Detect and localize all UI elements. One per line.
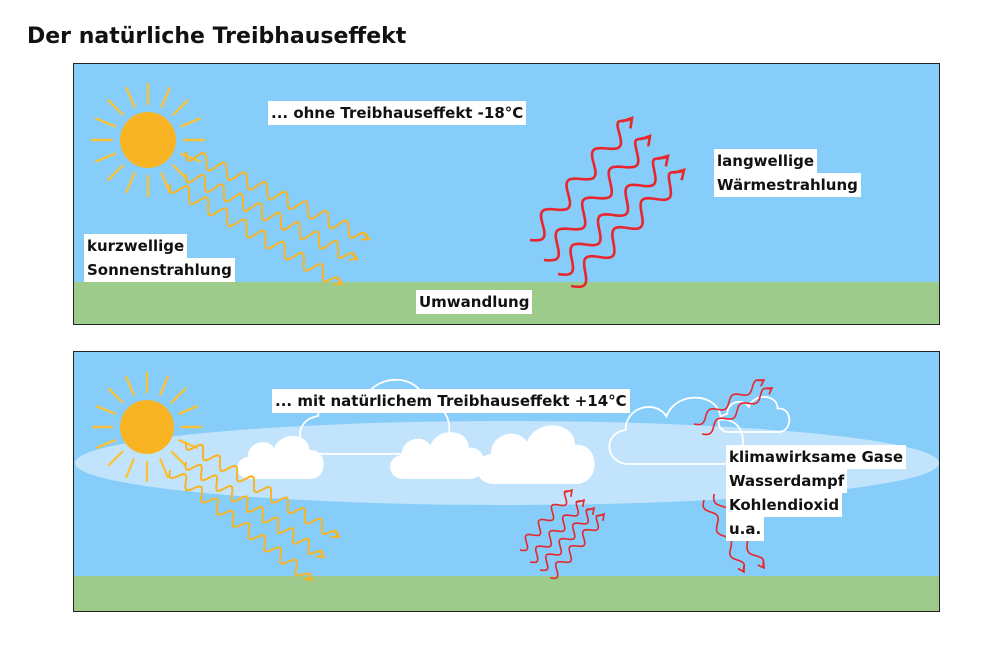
cloud	[608, 396, 744, 465]
heat-arrow	[693, 379, 765, 426]
gas-label-4: u.a.	[726, 517, 765, 541]
sun-ray	[159, 458, 169, 479]
sun-ray	[107, 164, 124, 181]
shortwave-arrow-head	[360, 231, 371, 241]
sun-ray	[107, 387, 124, 404]
shortwave-radiation-arrows	[168, 151, 371, 286]
heat-arrow-head	[673, 168, 686, 181]
gas-label-2: Wasserdampf	[726, 469, 848, 493]
sun-ray	[159, 375, 169, 396]
heat-arrow-head	[756, 379, 766, 387]
sun-ray	[107, 450, 124, 467]
shortwave-arrow	[168, 469, 313, 581]
heat-arrow-head	[737, 564, 745, 574]
heading-with-effect: ... mit natürlichem Treibhauseffekt +14°…	[272, 389, 630, 413]
heat-arrow-head	[587, 506, 596, 516]
conversion-label: Umwandlung	[416, 290, 533, 314]
shortwave-arrow-head	[348, 251, 359, 261]
sun-ray	[172, 99, 189, 116]
heat-arrow	[557, 154, 669, 277]
shortwave-arrow	[184, 461, 325, 558]
sun-ray	[178, 405, 199, 415]
longwave-label-line1: langwellige	[714, 149, 818, 173]
heading-without-effect: ... ohne Treibhauseffekt -18°C	[268, 101, 527, 125]
sun-ray	[125, 172, 136, 193]
cloud	[237, 436, 324, 479]
sun-ray	[125, 87, 136, 108]
shortwave-arrow	[185, 173, 358, 260]
sun-ray	[170, 387, 187, 404]
shortwave-arrow-head	[303, 572, 314, 582]
sun-ray	[95, 439, 116, 449]
gas-label-1: klimawirksame Gase	[726, 445, 906, 469]
cloud	[390, 432, 485, 479]
heat-arrow	[701, 387, 773, 436]
heat-arrow	[549, 513, 605, 580]
panel-without-greenhouse-effect: ... ohne Treibhauseffekt -18°C kurzwelli…	[73, 63, 940, 325]
shortwave-radiation-arrows	[168, 441, 341, 582]
shortwave-arrow	[184, 441, 340, 538]
heat-arrow-head	[621, 116, 634, 129]
cloud-icon	[237, 378, 791, 484]
shortwave-arrow	[168, 183, 343, 285]
shortwave-arrow-head	[333, 276, 344, 286]
panel-with-greenhouse-effect: ... mit natürlichem Treibhauseffekt +14°…	[73, 351, 940, 612]
sun-icon	[90, 82, 206, 198]
sun-ray	[180, 117, 201, 128]
sun-ray	[125, 458, 135, 479]
shortwave-arrow	[185, 151, 370, 240]
longwave-heat-arrows	[529, 116, 686, 289]
shortwave-label: kurzwellige Sonnenstrahlung	[84, 234, 235, 282]
heat-arrow	[570, 168, 685, 289]
sun-icon	[91, 371, 203, 483]
gas-label-3: Kohlendioxid	[726, 493, 843, 517]
sun-ray	[170, 450, 187, 467]
longwave-label-line2: Wärmestrahlung	[714, 173, 861, 197]
heat-arrow-head	[657, 154, 670, 167]
sun-ray	[95, 152, 116, 163]
shortwave-arrow-head	[330, 529, 341, 539]
heat-arrow	[702, 499, 746, 573]
shortwave-label-line1: kurzwellige	[84, 234, 188, 258]
heat-arrow	[539, 507, 595, 572]
heat-arrow-head	[764, 387, 774, 395]
heat-arrow-head	[639, 134, 652, 147]
longwave-label: langwellige Wärmestrahlung	[714, 149, 861, 197]
sun-ray	[95, 405, 116, 415]
heat-arrow-head	[597, 512, 606, 522]
heat-arrow	[529, 499, 585, 564]
reflected-heat-arrows	[519, 379, 774, 580]
heat-arrow	[543, 134, 651, 262]
heat-arrow-head	[565, 488, 574, 498]
heat-arrow	[519, 489, 573, 552]
sun-ray	[160, 172, 171, 193]
sun-ray	[107, 99, 124, 116]
shortwave-label-line2: Sonnenstrahlung	[84, 258, 235, 282]
sun-ray	[160, 87, 171, 108]
diagram-title: Der natürliche Treibhauseffekt	[27, 24, 407, 49]
heat-arrow-head	[757, 560, 765, 570]
heat-arrow-head	[577, 498, 586, 508]
greenhouse-gas-labels: klimawirksame Gase Wasserdampf Kohlendio…	[726, 445, 906, 541]
sun-ray	[125, 375, 135, 396]
sun-ray	[180, 152, 201, 163]
cloud	[476, 425, 595, 484]
sun-ray	[95, 117, 116, 128]
heat-arrow	[529, 116, 633, 242]
shortwave-arrow-head	[315, 549, 326, 559]
ground	[74, 576, 939, 611]
